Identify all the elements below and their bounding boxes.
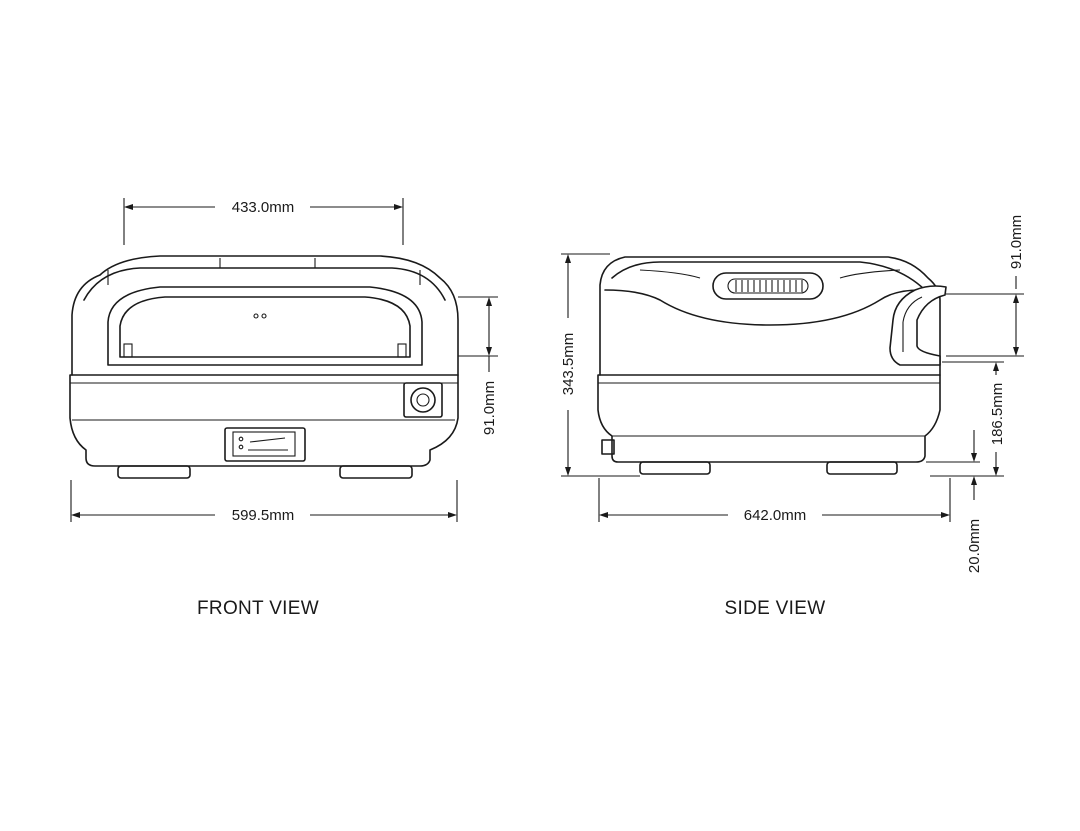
front-oven-clip-right bbox=[397, 343, 407, 358]
front-foot-right bbox=[339, 465, 413, 479]
side-gas-connector bbox=[601, 439, 615, 455]
side-vent-grille bbox=[735, 280, 803, 292]
side-lid-top-curve bbox=[611, 261, 926, 291]
side-view-title: SIDE VIEW bbox=[725, 598, 826, 619]
front-gas-knob-center bbox=[416, 393, 430, 407]
side-vent-outer bbox=[712, 272, 824, 300]
dim-side-handle-height-label: 91.0mm bbox=[1008, 215, 1025, 269]
front-control-led-2 bbox=[238, 444, 244, 450]
dim-front-side-height-label: 91.0mm bbox=[481, 381, 498, 435]
front-gas-knob-housing bbox=[403, 382, 443, 418]
dim-side-body-height-label: 186.5mm bbox=[989, 383, 1006, 446]
dim-side-body-height bbox=[930, 361, 1004, 477]
side-lid-swoop bbox=[604, 289, 921, 326]
dim-front-side-height bbox=[458, 296, 498, 372]
side-base-outline bbox=[597, 374, 941, 463]
dim-side-depth-label: 642.0mm bbox=[744, 507, 807, 524]
dim-front-base-width-label: 599.5mm bbox=[232, 507, 295, 524]
side-lid-outline bbox=[599, 256, 941, 376]
front-oven-clip-left bbox=[123, 343, 133, 358]
dim-front-top-width-label: 433.0mm bbox=[232, 199, 295, 216]
side-foot-left bbox=[639, 461, 711, 475]
front-control-display bbox=[232, 431, 296, 457]
front-control-led-1 bbox=[238, 436, 244, 442]
front-lid-outline bbox=[71, 255, 459, 376]
dim-front-top-width bbox=[123, 198, 404, 245]
dim-side-total-height bbox=[561, 253, 640, 477]
front-control-scale bbox=[249, 437, 286, 443]
dim-side-foot-height-label: 20.0mm bbox=[966, 519, 983, 573]
side-view: 343.5mm 642.0mm 91.0mm bbox=[560, 215, 1025, 619]
front-foot-left bbox=[117, 465, 191, 479]
front-lid-inner-curve bbox=[83, 267, 446, 301]
front-oven-mouth-inner bbox=[119, 296, 411, 358]
front-sensor-dot-2 bbox=[261, 313, 267, 319]
side-vent-inner bbox=[727, 278, 809, 294]
dim-front-base-width bbox=[70, 480, 458, 522]
side-handle bbox=[889, 285, 947, 366]
dim-side-handle-height bbox=[946, 276, 1024, 357]
front-base-outline bbox=[69, 374, 459, 467]
front-control-panel bbox=[224, 427, 306, 462]
front-gas-knob bbox=[410, 387, 436, 413]
side-foot-right bbox=[826, 461, 898, 475]
front-sensor-dot-1 bbox=[253, 313, 259, 319]
front-view: 433.0mm 599.5mm 91.0mm FRONT VIEW bbox=[69, 198, 498, 619]
side-lid-swoop-inner bbox=[639, 269, 901, 279]
side-handle-inner bbox=[902, 296, 923, 352]
dim-side-depth bbox=[598, 478, 951, 522]
front-oven-mouth-outer bbox=[107, 286, 423, 366]
front-view-title: FRONT VIEW bbox=[197, 598, 319, 619]
dim-side-foot-height bbox=[926, 430, 980, 500]
dim-side-total-height-label: 343.5mm bbox=[560, 333, 577, 396]
